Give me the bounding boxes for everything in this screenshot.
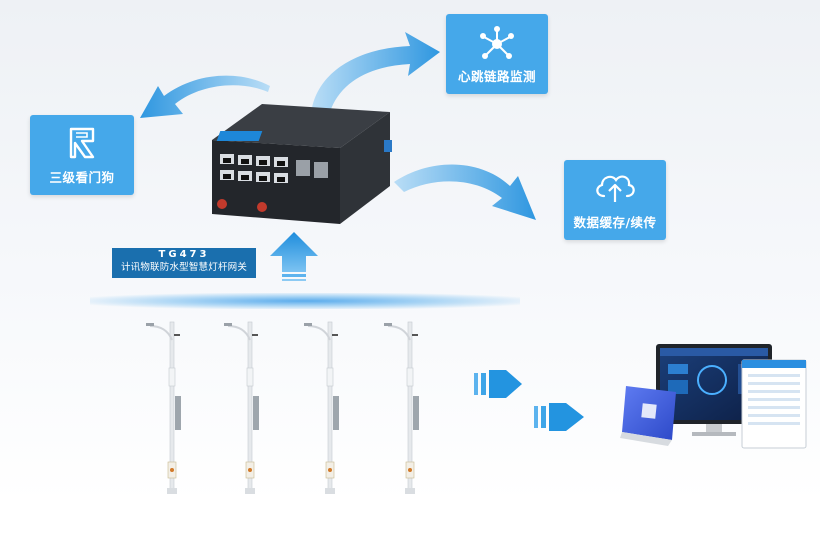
data-cache-tile: 数据缓存/续传 [564, 160, 666, 240]
watchdog-label: 三级看门狗 [49, 170, 115, 185]
lamp-pole [224, 321, 259, 494]
lamp-poles [146, 321, 419, 494]
watchdog-icon [69, 127, 95, 159]
gateway-device [212, 104, 392, 224]
data-flow-arrows [474, 370, 584, 431]
lamp-pole [304, 321, 339, 494]
diagram-graphics [140, 32, 807, 494]
signal-glow-bar [90, 293, 520, 309]
monitoring-platform [620, 344, 807, 449]
flow-arrow-lower [534, 403, 584, 431]
lamp-pole [384, 321, 419, 494]
gateway-description: 计讯物联防水型智慧灯杆网关 [120, 262, 248, 273]
arrow-to-watchdog [140, 75, 270, 118]
arrow-to-cache [394, 164, 536, 220]
heartbeat-monitor-tile: 心跳链路监测 [446, 14, 548, 94]
cloud-upload-icon [596, 175, 635, 202]
heartbeat-monitor-label: 心跳链路监测 [457, 69, 536, 84]
gateway-model: TG473 [158, 249, 210, 260]
arrow-to-heartbeat [312, 32, 440, 112]
flow-arrow-upper [474, 370, 522, 398]
diagram-canvas: 心跳链路监测 三级看门狗 数据缓存/续传 [0, 0, 820, 502]
data-cache-label: 数据缓存/续传 [573, 215, 657, 230]
uplink-arrow [270, 232, 318, 281]
lamp-pole [146, 321, 181, 494]
gateway-caption: TG473 计讯物联防水型智慧灯杆网关 [112, 248, 256, 278]
network-node-icon [480, 26, 514, 59]
watchdog-tile: 三级看门狗 [30, 115, 134, 195]
